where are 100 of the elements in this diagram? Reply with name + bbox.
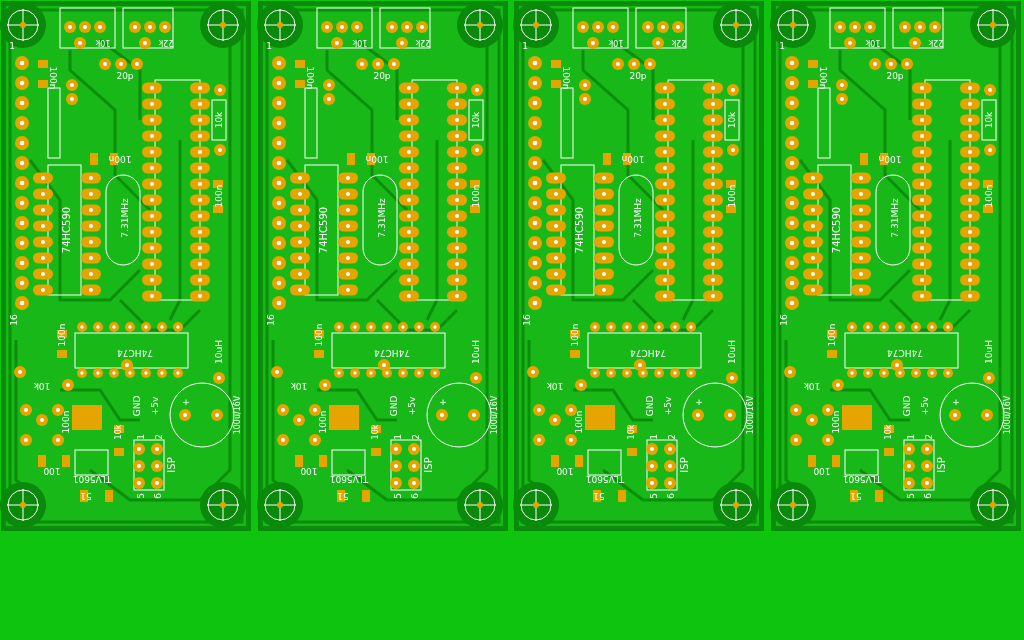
silkscreen-label: 10k — [214, 111, 224, 129]
silkscreen-label: 5 — [136, 493, 146, 499]
silkscreen-label: 5 — [649, 493, 659, 499]
silkscreen-label: 74HC74 — [630, 347, 666, 357]
silkscreen-label: 20p — [629, 71, 647, 81]
silkscreen-label: 74HC74 — [887, 347, 923, 357]
silkscreen-label: TLV5601 — [842, 473, 882, 483]
silkscreen-label: 16 — [779, 314, 789, 326]
silkscreen-label: 100u/16V — [491, 395, 499, 435]
silkscreen-label: 100n — [817, 66, 827, 90]
silkscreen-label: 7.31MHz — [377, 198, 387, 238]
silkscreen-label: 100n — [314, 323, 324, 347]
silkscreen-label: +5v — [407, 396, 417, 416]
silkscreen-label: 10k — [885, 424, 893, 440]
silkscreen-label: 10uH — [214, 340, 224, 364]
silkscreen-label: 100n — [61, 410, 71, 434]
silkscreen-label: 7.31MHz — [890, 198, 900, 238]
silkscreen-label: ISP — [680, 457, 690, 473]
silkscreen-label: 100n — [318, 410, 328, 434]
silkscreen-label: 6 — [666, 493, 676, 499]
silkscreen-label: 51 — [850, 490, 862, 500]
silkscreen-label: +5v — [663, 396, 673, 416]
silkscreen-label: ISP — [424, 457, 434, 473]
silkscreen-label: 7.31MHz — [120, 198, 130, 238]
silkscreen-label: 100n — [108, 153, 132, 163]
silkscreen-label: 10k — [608, 38, 624, 46]
silkscreen-label: 1 — [136, 434, 146, 440]
silkscreen-label: 10k — [95, 38, 111, 46]
silkscreen-label: 16 — [522, 314, 532, 326]
silkscreen-label: 6 — [153, 493, 163, 499]
silkscreen-label: 22k — [928, 38, 944, 46]
silkscreen-label: 100n — [570, 323, 580, 347]
silkscreen-label: + — [952, 397, 960, 407]
silkscreen-label: 74HC74 — [117, 347, 153, 357]
silkscreen-label: 100n — [304, 66, 314, 90]
silkscreen-label: 1 — [779, 41, 785, 51]
silkscreen-label: 22k — [158, 38, 174, 46]
silkscreen-label: 74HC74 — [374, 347, 410, 357]
silkscreen-label: 100 — [43, 465, 61, 475]
silkscreen-label: GND — [645, 395, 655, 417]
silkscreen-label: 1 — [522, 41, 528, 51]
silkscreen-label: 100n — [471, 184, 481, 208]
silkscreen-label: ISP — [167, 457, 177, 473]
silkscreen-label: 10k — [372, 424, 380, 440]
silkscreen-label: 100 — [813, 465, 831, 475]
silkscreen-label: 51 — [337, 490, 349, 500]
silkscreen-label: +5v — [150, 396, 160, 416]
silkscreen-label: 100u/16V — [1004, 395, 1012, 435]
silkscreen-label: 1 — [649, 434, 659, 440]
silkscreen-label: 16 — [9, 314, 19, 326]
silkscreen-label: ISP — [937, 457, 947, 473]
silkscreen-label: 1 — [906, 434, 916, 440]
silkscreen-label: 6 — [410, 493, 420, 499]
silkscreen-label: 100n — [574, 410, 584, 434]
silkscreen-label: TLV5601 — [329, 473, 369, 483]
silkscreen-label: GND — [132, 395, 142, 417]
silkscreen-label: 100n — [57, 323, 67, 347]
silkscreen-label: 100n — [560, 66, 570, 90]
silkscreen-label: 100 — [300, 465, 318, 475]
silkscreen-label: 100n — [827, 323, 837, 347]
silkscreen-label: 2 — [924, 434, 934, 440]
silkscreen-label: 51 — [80, 490, 92, 500]
silkscreen-label: 10uH — [727, 340, 737, 364]
silkscreen-label: TLV5601 — [585, 473, 625, 483]
silkscreen-label: 1 — [9, 41, 15, 51]
silkscreen-label: 100 — [556, 465, 574, 475]
silkscreen-label: 5 — [393, 493, 403, 499]
silkscreen-label: 10k — [471, 111, 481, 129]
silkscreen-label: GND — [902, 395, 912, 417]
silkscreen-label: 74HC590 — [62, 206, 72, 254]
silkscreen-label: 20p — [116, 71, 134, 81]
silkscreen-label: 10k — [803, 380, 821, 390]
silkscreen-label: 100n — [621, 153, 645, 163]
silkscreen-label: 51 — [593, 490, 605, 500]
silkscreen-label: 10uH — [984, 340, 994, 364]
silkscreen-label: 74HC590 — [575, 206, 585, 254]
silkscreen-label: 22k — [671, 38, 687, 46]
silkscreen-label: 100n — [47, 66, 57, 90]
silkscreen-label: 10k — [33, 380, 51, 390]
silkscreen-label: 2 — [411, 434, 421, 440]
silkscreen-label: 74HC590 — [319, 206, 329, 254]
silkscreen-label: 1 — [266, 41, 272, 51]
silkscreen-label: + — [695, 397, 703, 407]
silkscreen-label: 20p — [373, 71, 391, 81]
silkscreen-label: + — [182, 397, 190, 407]
silkscreen-label: TLV5601 — [72, 473, 112, 483]
silkscreen-label: 100n — [727, 184, 737, 208]
silkscreen-label: 10k — [546, 380, 564, 390]
silkscreen-label: 10k — [115, 424, 123, 440]
silkscreen-label: 10k — [865, 38, 881, 46]
silkscreen-label: + — [439, 397, 447, 407]
silkscreen-label: 10uH — [471, 340, 481, 364]
silkscreen-label: 1 — [393, 434, 403, 440]
silkscreen-label: 22k — [415, 38, 431, 46]
silkscreen-label: 7.31MHz — [633, 198, 643, 238]
silkscreen-label: 2 — [154, 434, 164, 440]
silkscreen-label: +5v — [920, 396, 930, 416]
silkscreen-label: 10k — [628, 424, 636, 440]
silkscreen-label: 5 — [906, 493, 916, 499]
silkscreen-label: 10k — [984, 111, 994, 129]
